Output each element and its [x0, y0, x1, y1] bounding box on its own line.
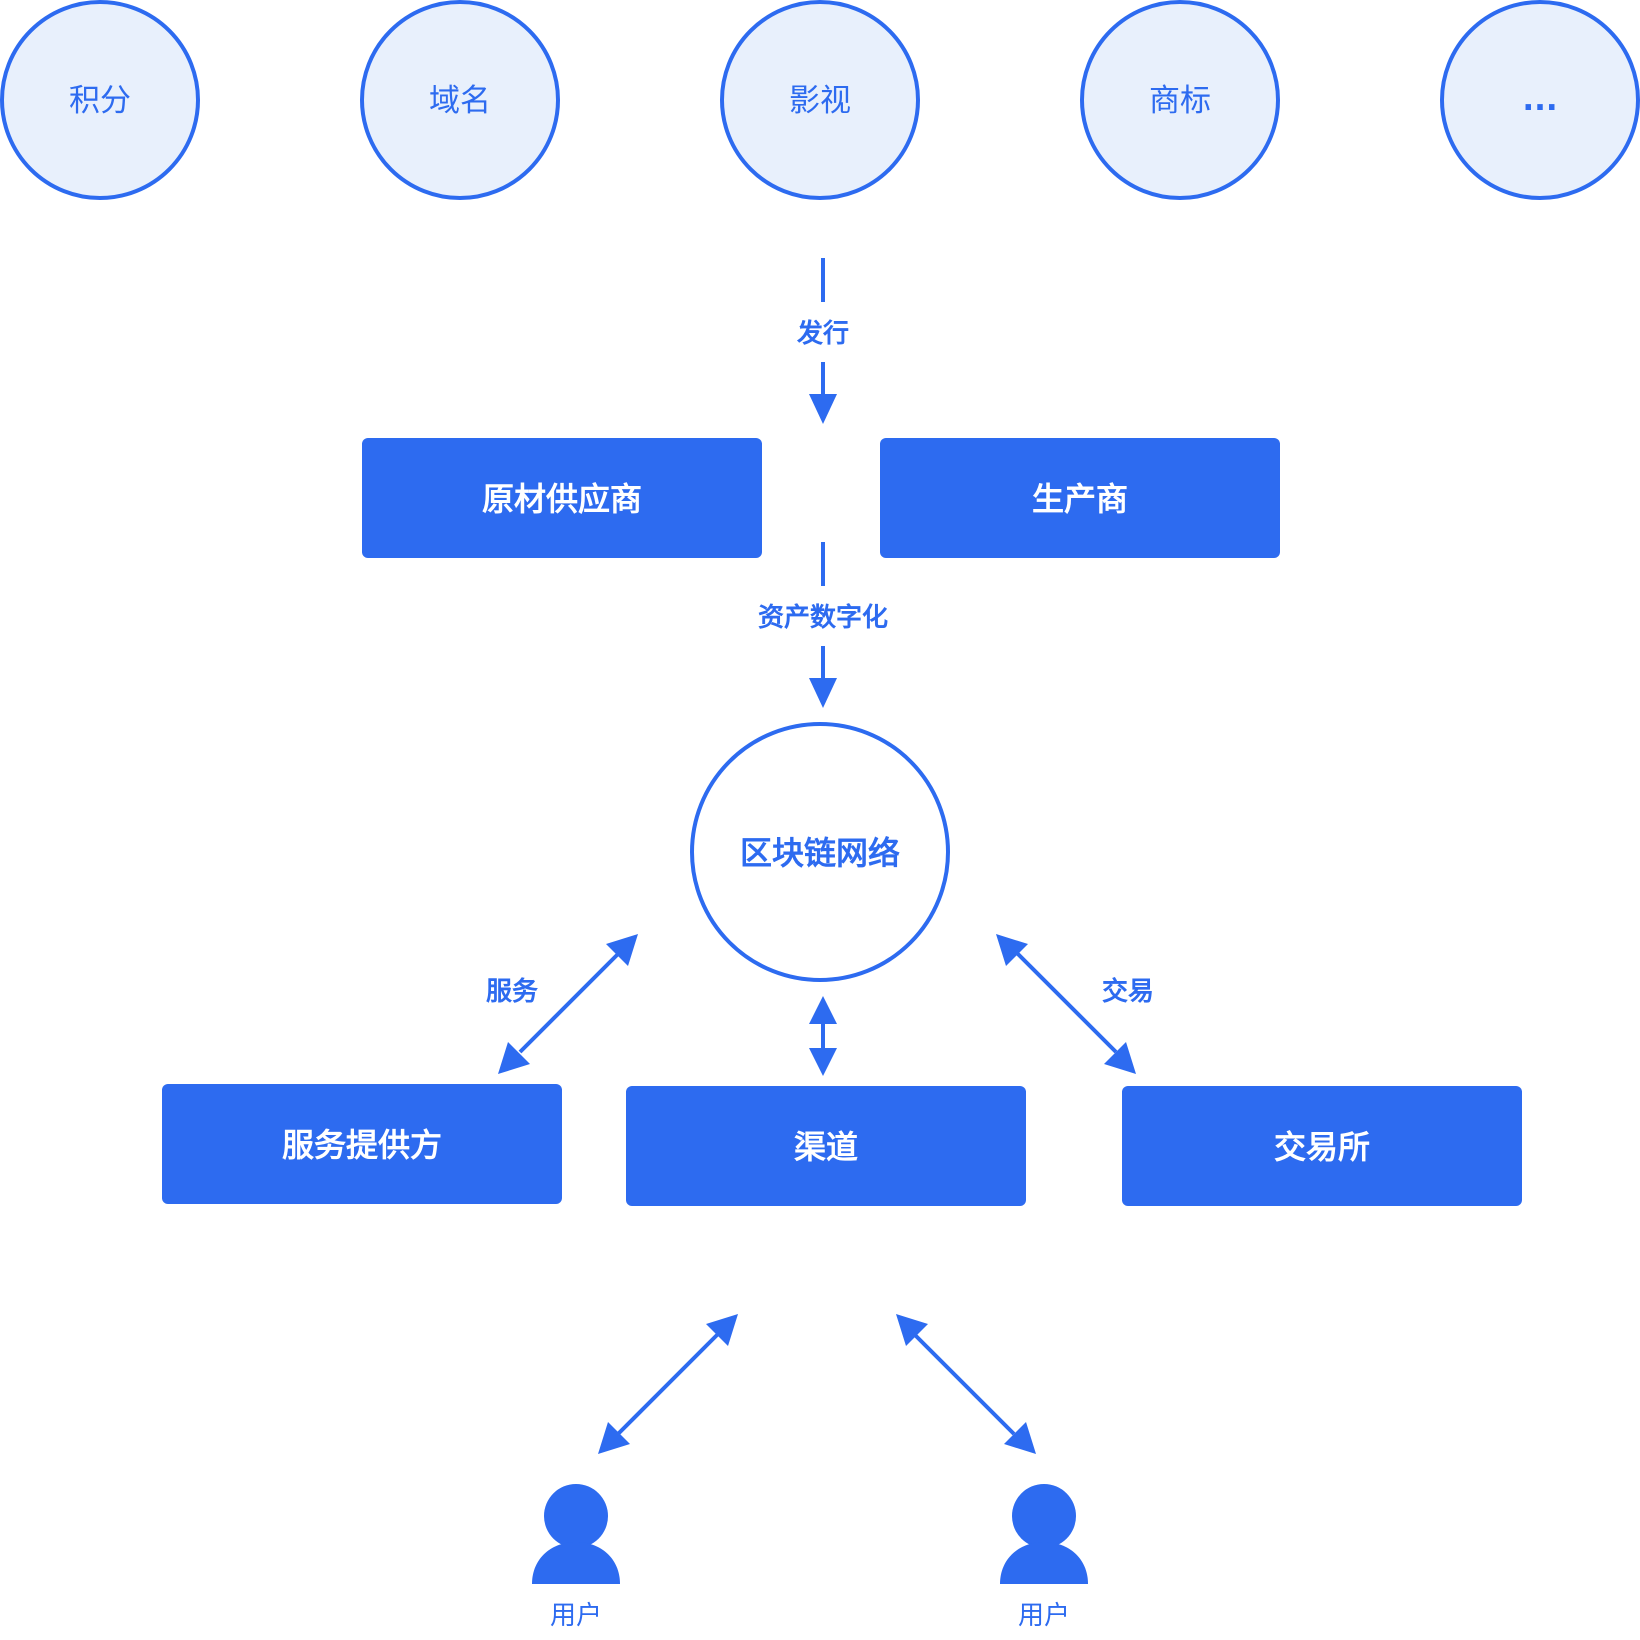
- user-left: 用户: [532, 1484, 620, 1631]
- channel-box: 渠道: [626, 1086, 1026, 1206]
- asset-node-domain: 域名: [360, 0, 560, 200]
- asset-node-points: 积分: [0, 0, 200, 200]
- arrowhead-icon: [606, 934, 638, 966]
- arrowhead-icon: [706, 1314, 738, 1346]
- user-icon: [1000, 1484, 1088, 1584]
- asset-label-points: 积分: [69, 83, 131, 119]
- arrowhead-icon: [498, 1042, 530, 1074]
- raw-supplier-box: 原材供应商: [362, 438, 762, 558]
- manufacturer-label: 生产商: [1032, 480, 1128, 518]
- arrowhead-icon: [896, 1314, 928, 1346]
- user-left-arrow: [598, 1314, 738, 1454]
- exchange-label: 交易所: [1274, 1128, 1370, 1166]
- arrowhead-down-icon: [809, 1048, 837, 1076]
- asset-node-more: ...: [1440, 0, 1640, 200]
- service-arrow: 服务: [486, 934, 638, 1074]
- asset-label-film: 影视: [789, 83, 851, 119]
- asset-label-trademark: 商标: [1149, 83, 1211, 119]
- asset-label-more: ...: [1522, 82, 1557, 118]
- service-provider-label: 服务提供方: [282, 1126, 442, 1164]
- digitize-label: 资产数字化: [758, 602, 888, 633]
- channel-arrow: [809, 996, 837, 1076]
- exchange-box: 交易所: [1122, 1086, 1522, 1206]
- blockchain-hub: 区块链网络: [690, 722, 950, 982]
- manufacturer-box: 生产商: [880, 438, 1280, 558]
- arrowhead-up-icon: [809, 996, 837, 1024]
- user-right-arrow: [896, 1314, 1036, 1454]
- service-provider-box: 服务提供方: [162, 1084, 562, 1204]
- channel-label: 渠道: [794, 1128, 858, 1166]
- service-label: 服务: [486, 977, 538, 1007]
- arrowhead-down-icon: [809, 394, 837, 424]
- arrowhead-icon: [1004, 1422, 1036, 1454]
- hub-label: 区块链网络: [740, 834, 900, 872]
- asset-node-trademark: 商标: [1080, 0, 1280, 200]
- issue-arrow: 发行: [796, 258, 849, 424]
- raw-supplier-label: 原材供应商: [482, 480, 642, 518]
- asset-node-film: 影视: [720, 0, 920, 200]
- asset-label-domain: 域名: [429, 83, 491, 119]
- trade-label: 交易: [1102, 976, 1154, 1007]
- digitize-arrow: 资产数字化: [758, 542, 888, 708]
- arrowhead-icon: [598, 1422, 630, 1454]
- arrowhead-down-icon: [809, 678, 837, 708]
- arrowhead-icon: [996, 934, 1028, 966]
- trade-arrow: 交易: [996, 934, 1154, 1074]
- user-label: 用户: [550, 1601, 602, 1631]
- user-right: 用户: [1000, 1484, 1088, 1631]
- issue-label: 发行: [796, 318, 849, 349]
- user-icon: [532, 1484, 620, 1584]
- arrowhead-icon: [1104, 1042, 1136, 1074]
- user-label: 用户: [1018, 1601, 1070, 1631]
